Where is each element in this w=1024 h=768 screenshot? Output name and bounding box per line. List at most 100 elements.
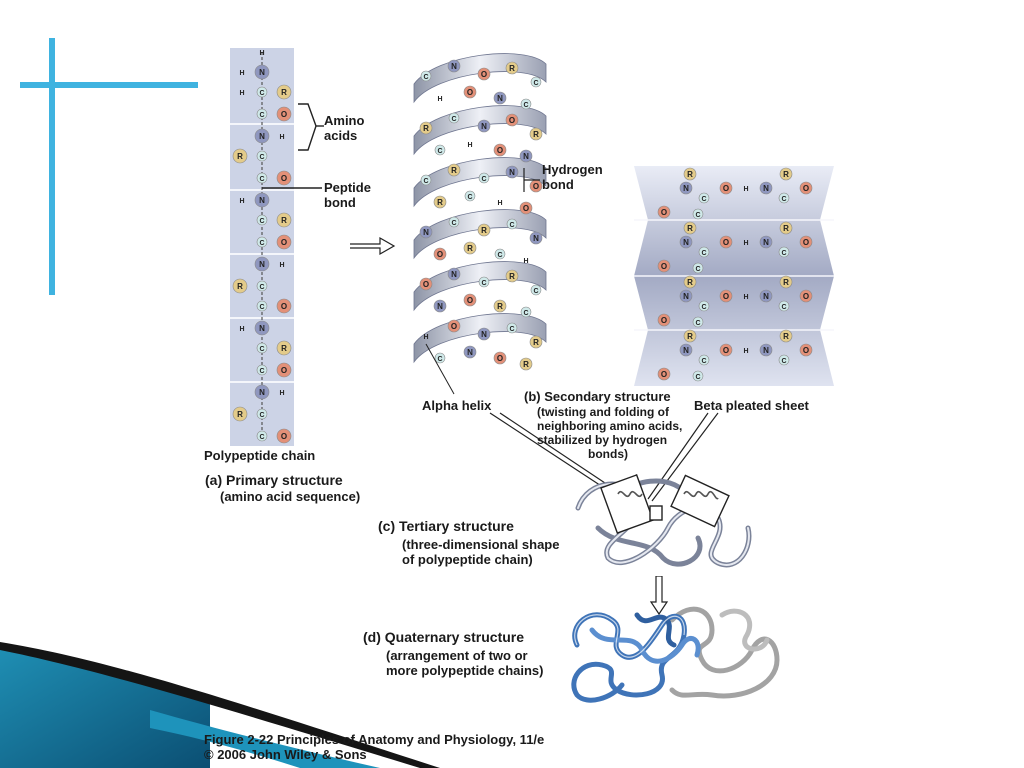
- atom-c: [530, 76, 542, 88]
- atom-label-r: R: [687, 170, 693, 179]
- atom-c: [698, 300, 710, 312]
- atom-label-c: C: [695, 374, 700, 381]
- atom-label-o: O: [497, 146, 503, 155]
- atom-c: [494, 248, 506, 260]
- atom-r: [529, 335, 543, 349]
- atom-label-r: R: [523, 360, 529, 369]
- atom-label-r: R: [237, 152, 243, 161]
- atom-n: [477, 119, 491, 133]
- atom-o: [477, 67, 491, 81]
- atom-label-o: O: [723, 346, 729, 355]
- atom-o: [276, 106, 292, 122]
- atom-o: [447, 319, 461, 333]
- atom-o: [719, 343, 733, 357]
- atom-label-r: R: [281, 216, 287, 225]
- atom-label-n: N: [523, 152, 529, 161]
- atom-o: [463, 85, 477, 99]
- atom-label-r: R: [687, 224, 693, 233]
- atom-label-c: C: [259, 240, 264, 247]
- atom-label-o: O: [803, 346, 809, 355]
- atom-label-c: C: [259, 154, 264, 161]
- atom-o: [657, 313, 671, 327]
- atom-o: [276, 234, 292, 250]
- atom-o: [493, 143, 507, 157]
- atom-label-c: C: [259, 368, 264, 375]
- atom-label-n: N: [683, 346, 689, 355]
- primary-structure-subtitle: (amino acid sequence): [220, 489, 361, 504]
- atom-r: [477, 223, 491, 237]
- atom-n: [679, 289, 693, 303]
- atom-label-c: C: [259, 412, 264, 419]
- atom-c: [778, 354, 790, 366]
- atom-c: [420, 174, 432, 186]
- atom-n: [447, 267, 461, 281]
- atom-c: [520, 306, 532, 318]
- alpha-helix-diagram: CNORCHONCRCNORCHONCRCNORCHONCRCNORCHONCR…: [413, 53, 547, 395]
- beta-pleated-sheet-label: Beta pleated sheet: [694, 398, 809, 413]
- atom-label-r: R: [687, 332, 693, 341]
- atom-label-c: C: [481, 280, 486, 287]
- quaternary-structure-description: (arrangement of two or more polypeptide …: [386, 648, 544, 678]
- atom-n: [759, 289, 773, 303]
- atom-o: [276, 428, 292, 444]
- atom-o: [276, 298, 292, 314]
- atom-label-o: O: [481, 70, 487, 79]
- atom-n: [679, 235, 693, 249]
- atom-label-c: C: [695, 212, 700, 219]
- atom-c: [256, 280, 268, 292]
- peptide-bond-label: Peptide bond: [324, 180, 371, 210]
- atom-label-o: O: [723, 238, 729, 247]
- atom-label-c: C: [451, 220, 456, 227]
- atom-r: [419, 121, 433, 135]
- atom-label-o: O: [423, 280, 429, 289]
- atom-label-c: C: [259, 90, 264, 97]
- atom-r: [493, 299, 507, 313]
- secondary-to-tertiary-pointers: [489, 412, 719, 502]
- atom-r: [276, 84, 292, 100]
- atom-label-n: N: [423, 228, 429, 237]
- tertiary-structure-description: (three-dimensional shape of polypeptide …: [402, 537, 560, 567]
- atom-label-r: R: [509, 272, 515, 281]
- atom-label-c: C: [509, 222, 514, 229]
- atom-o: [419, 277, 433, 291]
- atom-label-c: C: [259, 434, 264, 441]
- atom-c: [464, 190, 476, 202]
- secondary-structure-description: (twisting and folding of neighboring ami…: [537, 405, 683, 461]
- atom-label-n: N: [259, 260, 265, 269]
- atom-c: [256, 150, 268, 162]
- atom-label-o: O: [723, 292, 729, 301]
- atom-label-c: C: [533, 80, 538, 87]
- atom-n: [254, 192, 270, 208]
- atom-label-r: R: [533, 130, 539, 139]
- atom-label-c: C: [259, 112, 264, 119]
- accent-cross-horizontal: [20, 82, 198, 88]
- atom-label-r: R: [437, 198, 443, 207]
- atom-c: [698, 192, 710, 204]
- helix-ribbon-turn: [413, 261, 547, 312]
- atom-label-n: N: [481, 330, 487, 339]
- atom-label-h: H: [743, 348, 748, 355]
- atom-r: [276, 212, 292, 228]
- atom-label-c: C: [695, 266, 700, 273]
- atom-label-o: O: [281, 302, 287, 311]
- atom-label-o: O: [803, 292, 809, 301]
- atom-label-h: H: [743, 186, 748, 193]
- peptide-bond-pointer: [262, 187, 322, 189]
- atom-label-c: C: [701, 304, 706, 311]
- figure-credit: Figure 2-22 Principles of Anatomy and Ph…: [204, 732, 545, 762]
- atom-label-o: O: [803, 184, 809, 193]
- atom-label-c: C: [423, 178, 428, 185]
- atom-label-r: R: [509, 64, 515, 73]
- atom-r: [683, 167, 697, 181]
- atom-c: [448, 112, 460, 124]
- atom-label-c: C: [701, 196, 706, 203]
- atom-label-o: O: [467, 88, 473, 97]
- atom-label-o: O: [437, 250, 443, 259]
- atom-c: [420, 70, 432, 82]
- atom-label-h: H: [279, 134, 284, 141]
- atom-label-o: O: [467, 296, 473, 305]
- atom-c: [256, 364, 268, 376]
- atom-n: [463, 345, 477, 359]
- atom-label-h: H: [239, 326, 244, 333]
